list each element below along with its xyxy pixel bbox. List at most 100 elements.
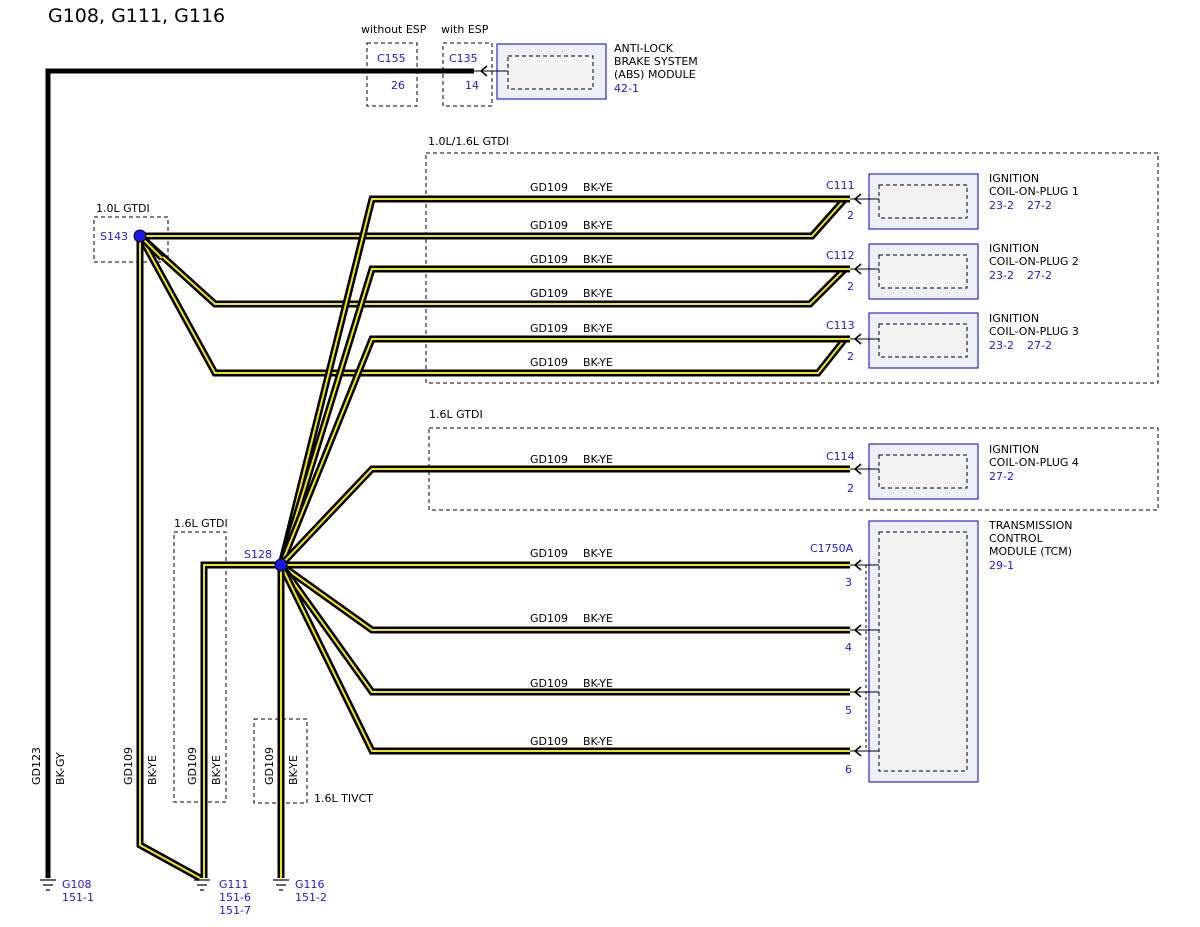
wire-gd123 bbox=[45, 68, 474, 878]
pin-c155: 26 bbox=[391, 79, 405, 92]
wire-color: BK-YE bbox=[583, 287, 613, 300]
coil2-ref-a: 23-2 bbox=[989, 269, 1014, 282]
variant-box-with-esp bbox=[442, 42, 493, 107]
wire-circuit: GD109 bbox=[530, 547, 568, 560]
wire-circuit: GD109 bbox=[530, 287, 568, 300]
group-box-gtdi-10 bbox=[93, 216, 169, 263]
ignition-coil-2-module bbox=[868, 243, 979, 300]
wire-color: BK-YE bbox=[583, 547, 613, 560]
tcm-module bbox=[868, 520, 979, 783]
coil1-name-line1: IGNITION bbox=[989, 172, 1039, 185]
pin-c135: 14 bbox=[465, 79, 479, 92]
abs-module bbox=[496, 43, 607, 100]
splice-s143 bbox=[133, 229, 147, 243]
coil2-name-line2: COIL-ON-PLUG 2 bbox=[989, 255, 1079, 268]
connector-c135: C135 bbox=[449, 52, 478, 65]
wire-circuit-gd123: GD123 bbox=[30, 747, 43, 785]
pin-stubs bbox=[472, 70, 879, 752]
ground-g111-ref2: 151-7 bbox=[219, 904, 251, 917]
label-gtdi-10: 1.0L GTDI bbox=[96, 202, 150, 215]
wire-s128-tcm-6 bbox=[277, 563, 850, 755]
tcm-name-line3: MODULE (TCM) bbox=[989, 545, 1072, 558]
vertical-wire-labels: GD123 BK-GY GD109 BK-YE GD109 BK-YE GD10… bbox=[30, 747, 300, 785]
connector-c155: C155 bbox=[377, 52, 406, 65]
splice-s128 bbox=[274, 558, 288, 572]
coil4-name-line1: IGNITION bbox=[989, 443, 1039, 456]
ground-g116-name: G116 bbox=[295, 878, 325, 891]
diagram-title: G108, G111, G116 bbox=[48, 5, 225, 27]
wire-s143-c112 bbox=[137, 233, 848, 308]
ground-symbol-g116 bbox=[273, 879, 289, 891]
coil4-name-line2: COIL-ON-PLUG 4 bbox=[989, 456, 1079, 469]
ignition-coil-3-module bbox=[868, 312, 979, 369]
wire-circuit: GD109 bbox=[530, 677, 568, 690]
tcm-pin-6: 6 bbox=[845, 763, 852, 776]
ignition-coil-1-module bbox=[868, 173, 979, 230]
wire-s128-c111 bbox=[277, 195, 850, 566]
wire-s128-g111 bbox=[200, 561, 281, 878]
wire-color: BK-YE bbox=[583, 181, 613, 194]
variant-box-without-esp bbox=[366, 42, 418, 107]
wire-s128-tcm-5 bbox=[278, 562, 850, 696]
tcm-pin-4: 4 bbox=[845, 641, 852, 654]
pin-c111: 2 bbox=[847, 209, 854, 222]
connector-c112: C112 bbox=[826, 249, 855, 262]
wire-color-bk-gy: BK-GY bbox=[54, 752, 67, 785]
pin-c113: 2 bbox=[847, 350, 854, 363]
connector-c1750a: C1750A bbox=[810, 542, 854, 555]
label-without-esp: without ESP bbox=[361, 23, 427, 36]
ignition-coil-4-module bbox=[868, 443, 979, 500]
coil2-name-line1: IGNITION bbox=[989, 242, 1039, 255]
coil3-name-line2: COIL-ON-PLUG 3 bbox=[989, 325, 1079, 338]
wire-circuit: GD109 bbox=[530, 453, 568, 466]
wire-s128-c114 bbox=[278, 465, 850, 568]
tcm-name-line1: TRANSMISSION bbox=[988, 519, 1072, 532]
tcm-name-line2: CONTROL bbox=[989, 532, 1044, 545]
coil3-ref-b: 27-2 bbox=[1027, 339, 1052, 352]
abs-name-line1: ANTI-LOCK bbox=[614, 42, 674, 55]
group-box-gtdi-16 bbox=[428, 427, 1159, 511]
pin-c112: 2 bbox=[847, 280, 854, 293]
label-gtdi-10-16: 1.0L/1.6L GTDI bbox=[428, 135, 509, 148]
coil1-ref-a: 23-2 bbox=[989, 199, 1014, 212]
wire-color: BK-YE bbox=[146, 755, 159, 785]
coil1-name-line2: COIL-ON-PLUG 1 bbox=[989, 185, 1079, 198]
coil4-ref-a: 27-2 bbox=[989, 470, 1014, 483]
wire-circuit: GD109 bbox=[530, 356, 568, 369]
label-gtdi-16-left: 1.6L GTDI bbox=[174, 517, 228, 530]
wire-circuit: GD109 bbox=[530, 322, 568, 335]
ground-g111-ref1: 151-6 bbox=[219, 891, 251, 904]
tcm-pin-3: 3 bbox=[845, 576, 852, 589]
coil2-ref-b: 27-2 bbox=[1027, 269, 1052, 282]
wire-s143-c113 bbox=[136, 234, 848, 377]
wire-color: BK-YE bbox=[583, 253, 613, 266]
wire-s143-c111 bbox=[140, 196, 848, 240]
ground-symbol-g108 bbox=[40, 879, 56, 891]
wire-circuit: GD109 bbox=[530, 253, 568, 266]
wire-color: BK-YE bbox=[583, 219, 613, 232]
label-tivct: 1.6L TIVCT bbox=[314, 792, 373, 805]
coil3-ref-a: 23-2 bbox=[989, 339, 1014, 352]
wire-circuit: GD109 bbox=[263, 747, 276, 785]
ground-g116-ref: 151-2 bbox=[295, 891, 327, 904]
wire-circuit: GD109 bbox=[530, 181, 568, 194]
coil1-ref-b: 27-2 bbox=[1027, 199, 1052, 212]
connector-c111: C111 bbox=[826, 179, 855, 192]
wire-color: BK-YE bbox=[210, 755, 223, 785]
wire-circuit: GD109 bbox=[186, 747, 199, 785]
wire-color: BK-YE bbox=[287, 755, 300, 785]
wire-color: BK-YE bbox=[583, 453, 613, 466]
wire-circuit: GD109 bbox=[530, 612, 568, 625]
pin-c114: 2 bbox=[847, 482, 854, 495]
wires-gd109 bbox=[136, 195, 850, 882]
wire-s128-tcm-4 bbox=[278, 562, 850, 634]
ground-g108-ref: 151-1 bbox=[62, 891, 94, 904]
abs-name-line3: (ABS) MODULE bbox=[614, 68, 696, 81]
wire-circuit: GD109 bbox=[122, 747, 135, 785]
wire-color: BK-YE bbox=[583, 612, 613, 625]
wire-circuit: GD109 bbox=[530, 219, 568, 232]
wire-color: BK-YE bbox=[583, 356, 613, 369]
connector-c113: C113 bbox=[826, 319, 855, 332]
